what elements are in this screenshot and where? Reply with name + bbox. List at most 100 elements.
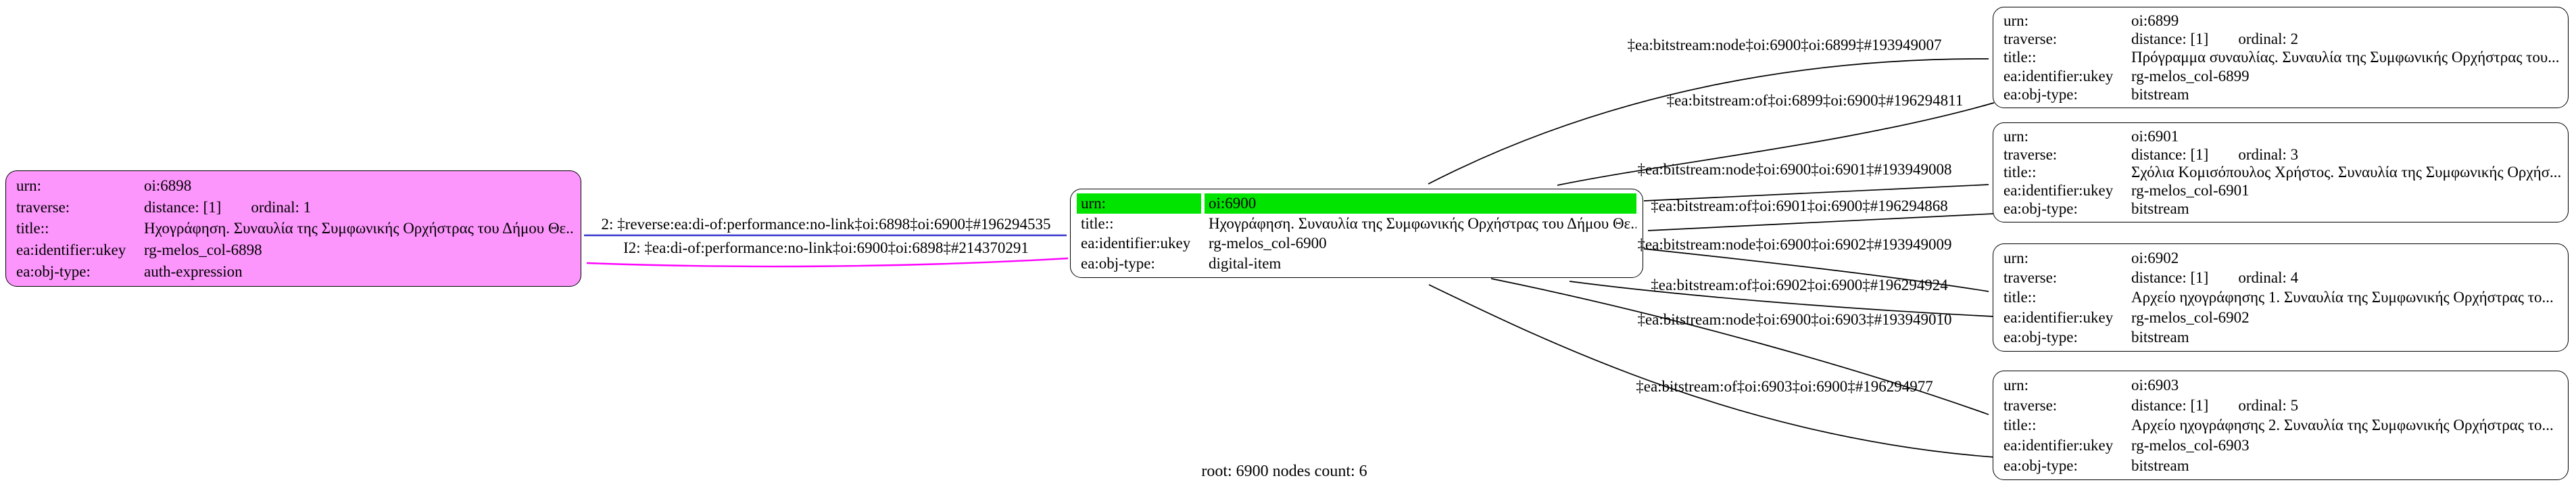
edge-label-node-6901: ‡ea:bitstream:node‡oi:6900‡oi:6901‡#1939…: [1637, 161, 1952, 178]
ukey-value: rg-melos_col-6902: [2131, 308, 2250, 326]
title-label: title::: [1081, 214, 1114, 232]
traverse-value: distance: [1] ordinal: 2: [2127, 30, 2562, 47]
title-row: title:: Αρχείο ηχογράφησης 2. Συναυλία τ…: [1993, 415, 2568, 435]
urn-label: urn:: [2003, 377, 2029, 394]
traverse-value: distance: [1]ordinal: 3: [2127, 146, 2562, 163]
objtype-row: ea:obj-type: bitstream: [1993, 455, 2568, 475]
title-value: Ηχογράφηση. Συναυλία της Συμφωνικής Ορχή…: [1209, 214, 1636, 232]
ukey-row: ea:identifier:ukey rg-melos_col-6901: [1993, 181, 2568, 199]
title-value: Σχόλια Κομισόπουλος Χρήστος. Συναυλία τη…: [2131, 164, 2562, 181]
traverse-label: traverse:: [2003, 269, 2058, 287]
title-label: title::: [2003, 289, 2037, 306]
edge-label-node-6899: ‡ea:bitstream:node‡oi:6900‡oi:6899‡#1939…: [1627, 37, 1942, 53]
traverse-label: traverse:: [2003, 396, 2058, 414]
edge-label-of-6901: ‡ea:bitstream:of‡oi:6901‡oi:6900‡#196294…: [1651, 197, 1948, 214]
ukey-label: ea:identifier:ukey: [2003, 308, 2114, 326]
ukey-row: ea:identifier:ukey rg-melos_col-6903: [1993, 435, 2568, 456]
distance-value: distance: [1]: [2131, 269, 2209, 287]
traverse-value: distance: [1]ordinal: 5: [2127, 397, 2562, 414]
edge-label-node-6902: ‡ea:bitstream:node‡oi:6900‡oi:6902‡#1939…: [1637, 236, 1952, 253]
objtype-value: bitstream: [2131, 456, 2189, 474]
title-label: title::: [2003, 49, 2037, 66]
ukey-label: ea:identifier:ukey: [2003, 436, 2114, 454]
ukey-value: rg-melos_col-6901: [2131, 182, 2250, 199]
traverse-value: distance: [1] ordinal: 1: [140, 199, 575, 216]
objtype-row: ea:obj-type: digital-item: [1071, 254, 1643, 274]
urn-row: urn: oi:6901: [1993, 127, 2568, 145]
objtype-label: ea:obj-type:: [2003, 199, 2078, 217]
title-row: title:: Ηχογράφηση. Συναυλία της Συμφωνι…: [6, 218, 581, 239]
traverse-value: distance: [1]ordinal: 4: [2127, 269, 2562, 286]
title-value: Πρόγραμμα συναυλίας. Συναυλία της Συμφων…: [2131, 49, 2560, 66]
ukey-label: ea:identifier:ukey: [2003, 67, 2114, 85]
urn-row: urn: oi:6902: [1993, 248, 2568, 268]
urn-label: urn:: [2003, 11, 2029, 29]
ukey-value: rg-melos_col-6898: [144, 241, 262, 258]
ukey-row: ea:identifier:ukey rg-melos_col-6899: [1993, 67, 2568, 85]
urn-row: urn: oi:6903: [1993, 375, 2568, 396]
traverse-row: traverse: distance: [1]ordinal: 3: [1993, 145, 2568, 164]
edge-inverse-6900-6898: [586, 257, 1069, 268]
objtype-label: ea:obj-type:: [16, 262, 91, 280]
urn-label: urn:: [16, 177, 42, 195]
objtype-row: ea:obj-type: bitstream: [1993, 327, 2568, 347]
edge-label-of-6899: ‡ea:bitstream:of‡oi:6899‡oi:6900‡#196294…: [1666, 92, 1964, 109]
objtype-value: bitstream: [2131, 199, 2189, 217]
title-row: title:: Αρχείο ηχογράφησης 1. Συναυλία τ…: [1993, 287, 2568, 307]
title-value: Αρχείο ηχογράφησης 1. Συναυλία της Συμφω…: [2131, 289, 2554, 306]
title-row: title:: Πρόγραμμα συναυλίας. Συναυλία τη…: [1993, 48, 2568, 66]
ordinal-value: ordinal: 5: [2238, 396, 2299, 414]
traverse-label: traverse:: [2003, 145, 2058, 163]
objtype-label: ea:obj-type:: [1081, 254, 1155, 272]
ordinal-value: ordinal: 1: [251, 198, 312, 216]
edge-label-node-6903: ‡ea:bitstream:node‡oi:6900‡oi:6903‡#1939…: [1637, 311, 1952, 328]
ukey-value: rg-melos_col-6899: [2131, 67, 2250, 85]
urn-value: oi:6903: [2131, 377, 2179, 394]
edge-label-of-6902: ‡ea:bitstream:of‡oi:6902‡oi:6900‡#196294…: [1651, 277, 1948, 293]
title-value: Αρχείο ηχογράφησης 2. Συναυλία της Συμφω…: [2131, 417, 2554, 434]
ukey-row: ea:identifier:ukey rg-melos_col-6902: [1993, 308, 2568, 327]
traverse-row: traverse: distance: [1]ordinal: 1: [6, 197, 581, 218]
urn-row: urn: oi:6899: [1993, 11, 2568, 30]
node-6898: urn: oi:6898 traverse: distance: [1]ordi…: [5, 170, 581, 287]
node-6903: urn: oi:6903 traverse: distance: [1]ordi…: [1993, 371, 2569, 480]
objtype-row: ea:obj-type: bitstream: [1993, 199, 2568, 218]
objtype-value: digital-item: [1209, 254, 1282, 272]
node-6902: urn: oi:6902 traverse: distance: [1]ordi…: [1993, 243, 2569, 352]
traverse-row: traverse: distance: [1]ordinal: 5: [1993, 396, 2568, 416]
urn-value: oi:6902: [2131, 249, 2179, 266]
urn-row: urn: oi:6898: [6, 175, 581, 197]
title-value: Ηχογράφηση. Συναυλία της Συμφωνικής Ορχή…: [144, 220, 575, 237]
objtype-row: ea:obj-type: auth-expression: [6, 260, 581, 282]
urn-label: urn:: [2003, 127, 2029, 145]
traverse-row: traverse: distance: [1]ordinal: 4: [1993, 268, 2568, 287]
distance-value: distance: [1]: [144, 198, 222, 216]
urn-label: urn:: [1077, 193, 1201, 214]
edge-label-of-6903: ‡ea:bitstream:of‡oi:6903‡oi:6900‡#196294…: [1636, 378, 1933, 395]
distance-value: distance: [1]: [2131, 30, 2209, 48]
ukey-label: ea:identifier:ukey: [16, 241, 126, 258]
title-row: title:: Ηχογράφηση. Συναυλία της Συμφωνι…: [1071, 214, 1643, 234]
objtype-value: bitstream: [2131, 328, 2189, 346]
ukey-value: rg-melos_col-6900: [1209, 235, 1327, 252]
ukey-value: rg-melos_col-6903: [2131, 436, 2250, 454]
title-label: title::: [2003, 417, 2037, 434]
urn-value: oi:6898: [144, 177, 192, 195]
ukey-row: ea:identifier:ukey rg-melos_col-6898: [6, 239, 581, 261]
edge-label-forward-6898: 2: ‡reverse:ea:di-of:performance:no-link…: [601, 216, 1051, 233]
urn-row-highlighted: urn: oi:6900: [1071, 193, 1643, 214]
urn-value: oi:6899: [2131, 11, 2179, 29]
objtype-label: ea:obj-type:: [2003, 328, 2078, 346]
ordinal-value: ordinal: 2: [2238, 30, 2299, 48]
title-label: title::: [2003, 164, 2037, 181]
ukey-row: ea:identifier:ukey rg-melos_col-6900: [1071, 233, 1643, 254]
graph-footer-label: root: 6900 nodes count: 6: [1201, 463, 1367, 480]
edge-label-inverse-6898: I2: ‡ea:di-of:performance:no-link‡oi:690…: [623, 239, 1029, 256]
ordinal-value: ordinal: 3: [2238, 145, 2299, 163]
node-6900-root: urn: oi:6900 title:: Ηχογράφηση. Συναυλί…: [1070, 189, 1643, 278]
node-6901: urn: oi:6901 traverse: distance: [1]ordi…: [1993, 122, 2569, 222]
traverse-row: traverse: distance: [1]ordinal: 2: [1993, 30, 2568, 48]
ukey-label: ea:identifier:ukey: [2003, 182, 2114, 199]
objtype-row: ea:obj-type: bitstream: [1993, 85, 2568, 103]
